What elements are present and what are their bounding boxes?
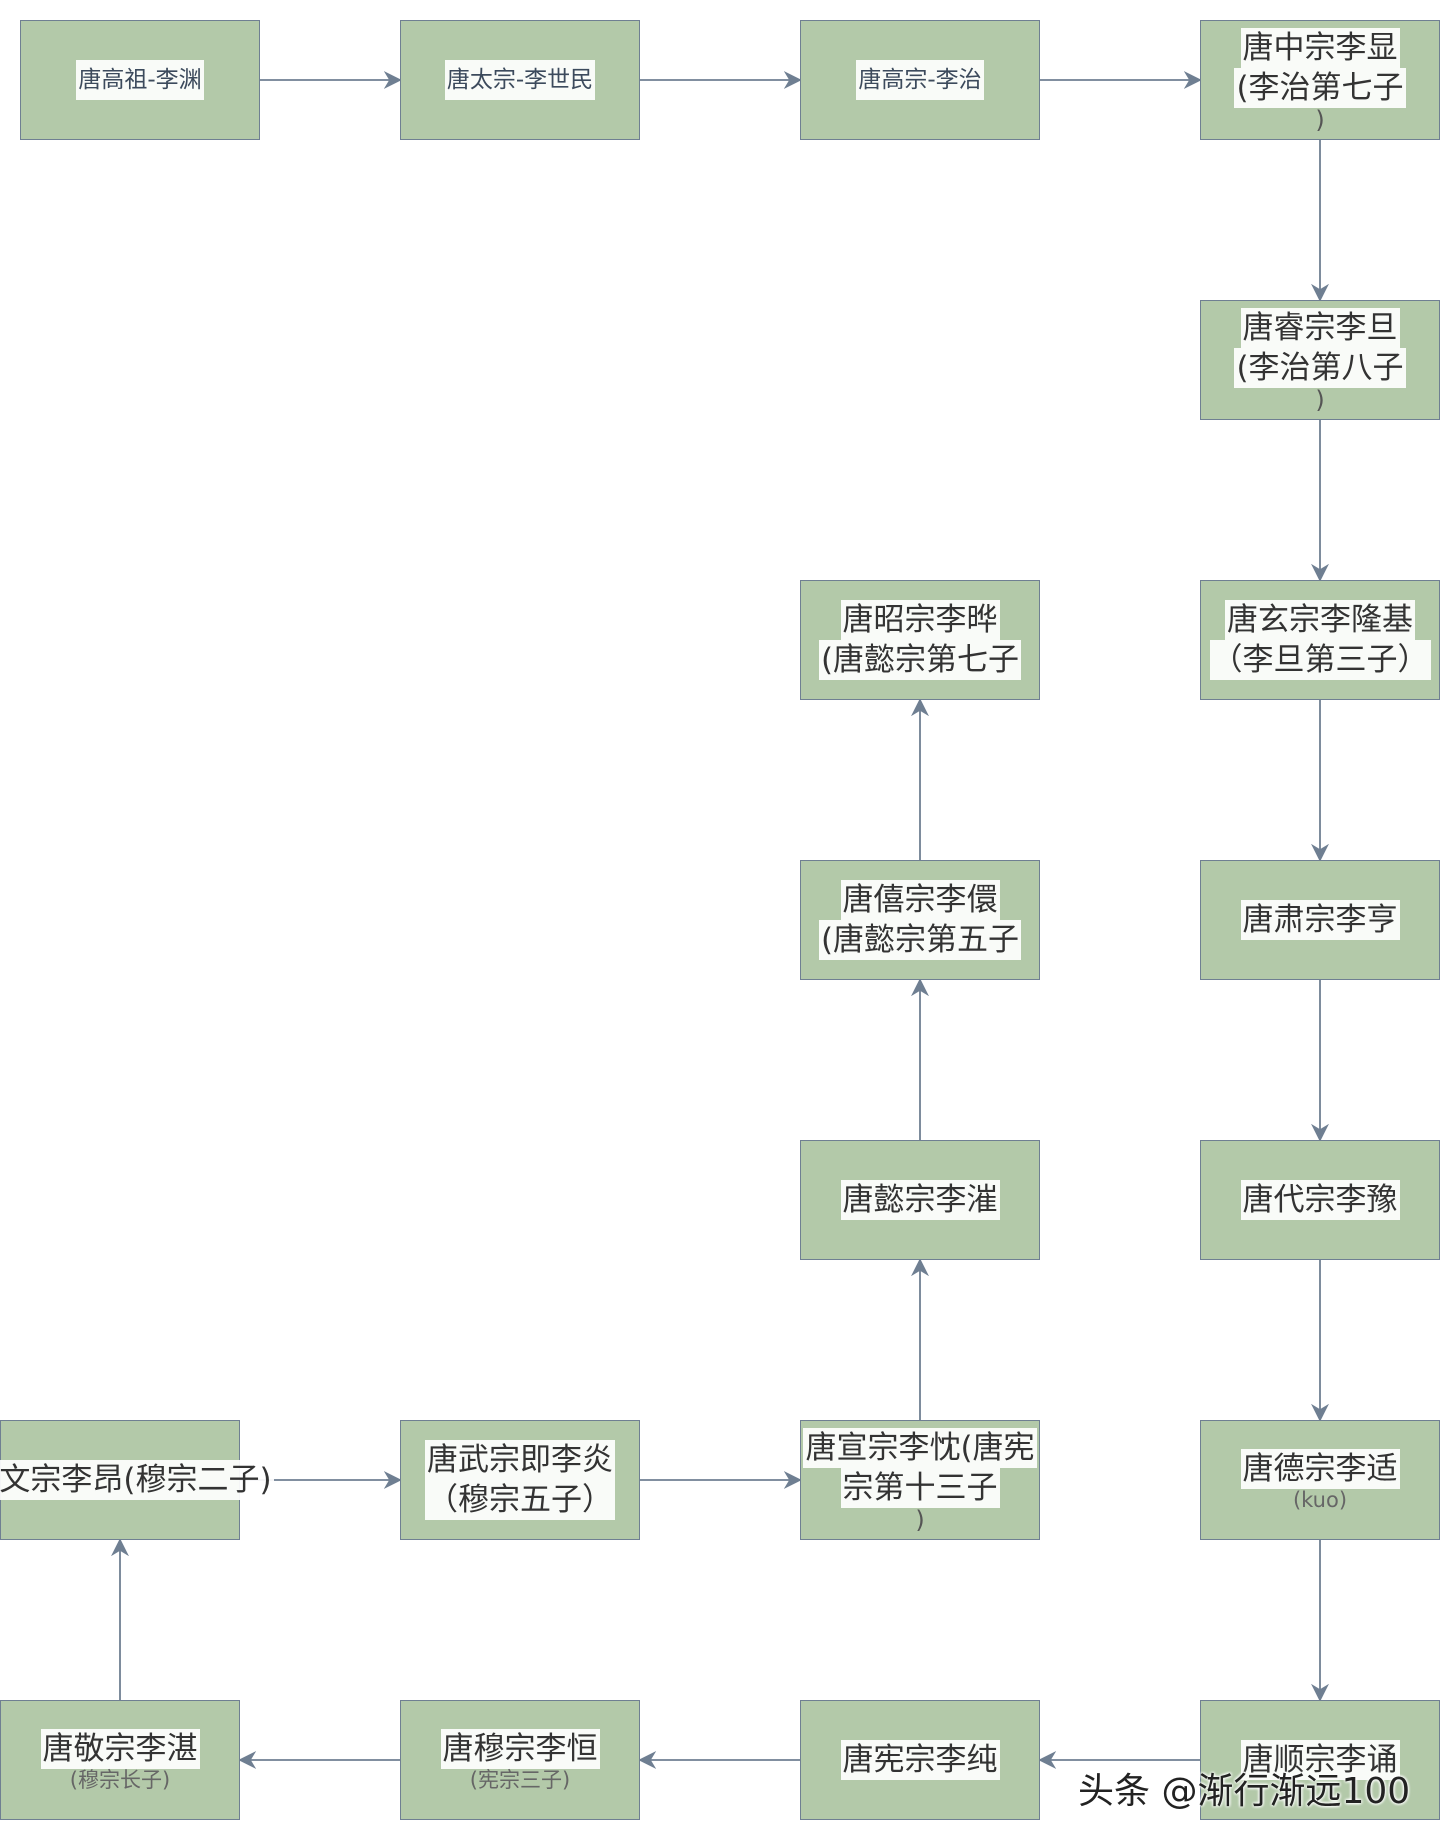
node-label-line: (唐懿宗第七子 <box>818 640 1022 680</box>
node-label-line: 唐太宗-李世民 <box>444 60 596 100</box>
node-n9: 唐德宗李适(kuo) <box>1200 1420 1440 1540</box>
node-label-line: 唐高宗-李治 <box>856 60 984 100</box>
node-label-line: 唐懿宗李漼 <box>840 1180 1000 1220</box>
node-label-line: 唐武宗即李炎 <box>425 1440 615 1480</box>
node-label-line: （李旦第三子） <box>1209 640 1431 680</box>
node-label-line: 唐敬宗李湛 <box>40 1729 200 1769</box>
node-n19: 唐昭宗李晔(唐懿宗第七子 <box>800 580 1040 700</box>
node-n18: 唐僖宗李儇(唐懿宗第五子 <box>800 860 1040 980</box>
node-label-line: 唐高祖-李渊 <box>76 60 204 100</box>
node-label-line: (李治第七子 <box>1234 68 1406 108</box>
node-label-line: ) <box>1315 386 1325 414</box>
node-label-line: 唐宣宗李忱(唐宪 <box>803 1428 1037 1468</box>
node-n17: 唐懿宗李漼 <box>800 1140 1040 1260</box>
node-sublabel: (穆宗长子) <box>69 1768 171 1792</box>
node-n5: 唐睿宗李旦(李治第八子) <box>1200 300 1440 420</box>
node-n16: 唐宣宗李忱(唐宪宗第十三子) <box>800 1420 1040 1540</box>
node-n12: 唐穆宗李恒(宪宗三子) <box>400 1700 640 1820</box>
node-n13: 唐敬宗李湛(穆宗长子) <box>0 1700 240 1820</box>
node-n4: 唐中宗李显(李治第七子) <box>1200 20 1440 140</box>
watermark: 头条 @渐行渐远100 <box>1078 1771 1411 1812</box>
node-label-line: 唐肃宗李亨 <box>1240 900 1400 940</box>
node-n11: 唐宪宗李纯 <box>800 1700 1040 1820</box>
node-n10: 唐顺宗李诵 <box>1200 1700 1440 1820</box>
node-label-line: （穆宗五子） <box>425 1480 615 1520</box>
node-sublabel: (kuo) <box>1292 1488 1348 1512</box>
node-label-line: 唐玄宗李隆基 <box>1225 600 1415 640</box>
node-n1: 唐高祖-李渊 <box>20 20 260 140</box>
node-n7: 唐肃宗李亨 <box>1200 860 1440 980</box>
node-label-line: 唐僖宗李儇 <box>840 880 1000 920</box>
node-n8: 唐代宗李豫 <box>1200 1140 1440 1260</box>
edges <box>111 71 1329 1769</box>
node-label-line: ) <box>915 1506 925 1534</box>
node-n3: 唐高宗-李治 <box>800 20 1040 140</box>
node-label-line: 唐昭宗李晔 <box>840 600 1000 640</box>
node-n2: 唐太宗-李世民 <box>400 20 640 140</box>
node-label-line: 唐睿宗李旦 <box>1240 308 1400 348</box>
node-label-line: ) <box>1315 106 1325 134</box>
node-label-line: 唐宪宗李纯 <box>840 1740 1000 1780</box>
node-label-line: 唐代宗李豫 <box>1240 1180 1400 1220</box>
node-n14: 唐文宗李昂(穆宗二子) <box>0 1420 274 1540</box>
node-label-line: 唐穆宗李恒 <box>440 1729 600 1769</box>
node-label-line: 宗第十三子 <box>840 1468 1000 1508</box>
node-n6: 唐玄宗李隆基（李旦第三子） <box>1200 580 1440 700</box>
node-n15: 唐武宗即李炎（穆宗五子） <box>400 1420 640 1540</box>
node-label-line: 唐中宗李显 <box>1240 28 1400 68</box>
node-label-line: (唐懿宗第五子 <box>818 920 1022 960</box>
node-label-line: (李治第八子 <box>1234 348 1406 388</box>
node-sublabel: (宪宗三子) <box>469 1768 571 1792</box>
node-label-line: 唐德宗李适 <box>1240 1449 1400 1489</box>
node-label-line: 唐文宗李昂(穆宗二子) <box>0 1460 274 1500</box>
node-label-line: 唐顺宗李诵 <box>1240 1740 1400 1780</box>
